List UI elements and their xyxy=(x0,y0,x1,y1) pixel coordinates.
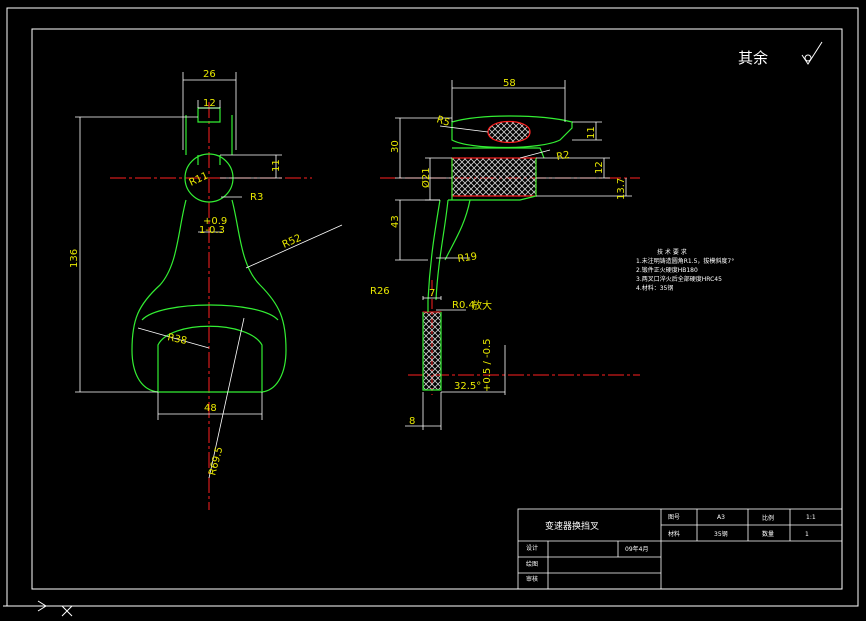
title-drawing-no-label: 图号 xyxy=(668,514,680,521)
title-drawing-no-value: A3 xyxy=(717,514,725,521)
title-material-value: 35钢 xyxy=(714,530,728,538)
left-dim-radius-fork: R38 xyxy=(166,332,188,347)
right-dim-lines xyxy=(395,80,632,430)
left-dim-slot-depth: 11 xyxy=(271,159,282,172)
title-draw-label: 绘图 xyxy=(526,560,538,568)
left-dim-fork-width: 48 xyxy=(204,403,217,414)
right-dim-radius-top: R5 xyxy=(435,114,451,129)
tech-req-item-4: 4.材料：35钢 xyxy=(636,284,673,292)
tech-requirements: 技 术 要 求 1.未注明铸造圆角R1.5，拔模斜度7° 2.锻件正火硬度HB1… xyxy=(636,248,734,292)
right-dim-diameter: Ø21 xyxy=(420,167,432,188)
title-quantity-label: 数量 xyxy=(762,530,774,538)
right-dim-height-mid: 43 xyxy=(390,215,401,228)
right-dim-base-width: 8 xyxy=(409,416,415,427)
left-dim-radius-arc: R52 xyxy=(281,233,303,251)
right-dim-height-right-low: 13.7 xyxy=(616,178,627,200)
right-dim-height-right-mid: 12 xyxy=(594,161,605,174)
title-quantity-value: 1 xyxy=(805,531,809,538)
title-date: 09年4月 xyxy=(625,545,648,553)
right-dim-width-top: 58 xyxy=(503,78,516,89)
inner-border xyxy=(31,28,843,590)
right-hatch-sections xyxy=(422,121,537,391)
title-block xyxy=(517,508,843,590)
right-dim-height-right-top: 11 xyxy=(586,126,597,139)
left-dim-lines xyxy=(75,72,343,479)
tech-req-title: 技 术 要 求 xyxy=(657,248,687,256)
left-dim-tol-plus: +0.9 xyxy=(203,216,227,227)
ucs-icon xyxy=(3,600,73,617)
outer-border xyxy=(6,7,859,607)
right-dim-radius-mid: R19 xyxy=(457,251,478,265)
tech-req-item-2: 2.锻件正火硬度HB180 xyxy=(636,266,698,274)
right-dim-radius-right: R2 xyxy=(556,150,571,163)
title-design-label: 设计 xyxy=(526,544,538,552)
title-check-label: 审核 xyxy=(526,575,538,583)
title-scale-label: 比例 xyxy=(762,514,774,522)
right-dim-radius-left: R26 xyxy=(370,286,390,297)
left-dim-width-top: 26 xyxy=(203,69,216,80)
title-part-name: 变速器换挡叉 xyxy=(545,520,599,532)
left-dim-slot-width: 12 xyxy=(203,98,216,109)
right-dim-enlarged-note: 放大 xyxy=(472,299,492,312)
right-dim-height-upper: 30 xyxy=(390,140,401,153)
roughness-symbol-icon xyxy=(801,41,823,65)
left-dim-radius-small: R3 xyxy=(250,192,263,203)
right-dim-radius-tip: R0.4 xyxy=(452,300,475,311)
tech-req-item-3: 3.两叉口淬火后全部硬度HRC45 xyxy=(636,275,722,283)
right-view: 58 R5 30 R2 11 12 13.7 Ø21 43 R19 R26 7 … xyxy=(370,78,640,430)
roughness-label: 其余 xyxy=(738,49,768,67)
right-dim-tip-tol: +0.5 / -0.5 xyxy=(482,338,493,392)
right-dim-thickness: 7 xyxy=(429,288,435,299)
left-dim-radius-large: R69.5 xyxy=(207,446,225,477)
left-dim-height: 136 xyxy=(69,249,80,268)
left-dim-tol-minus: 1-0.3 xyxy=(199,225,225,236)
tech-req-item-1: 1.未注明铸造圆角R1.5，拔模斜度7° xyxy=(636,257,734,265)
title-scale-value: 1:1 xyxy=(806,514,816,521)
right-dim-tip-angle: 32.5° xyxy=(454,381,481,392)
left-dim-radius-hole: R11 xyxy=(188,170,210,188)
left-outline xyxy=(131,107,287,393)
right-outline xyxy=(422,115,573,391)
title-material-label: 材料 xyxy=(668,530,680,538)
left-view: 26 12 136 11 R11 R3 +0.9 1-0.3 R52 R38 4… xyxy=(69,69,343,510)
